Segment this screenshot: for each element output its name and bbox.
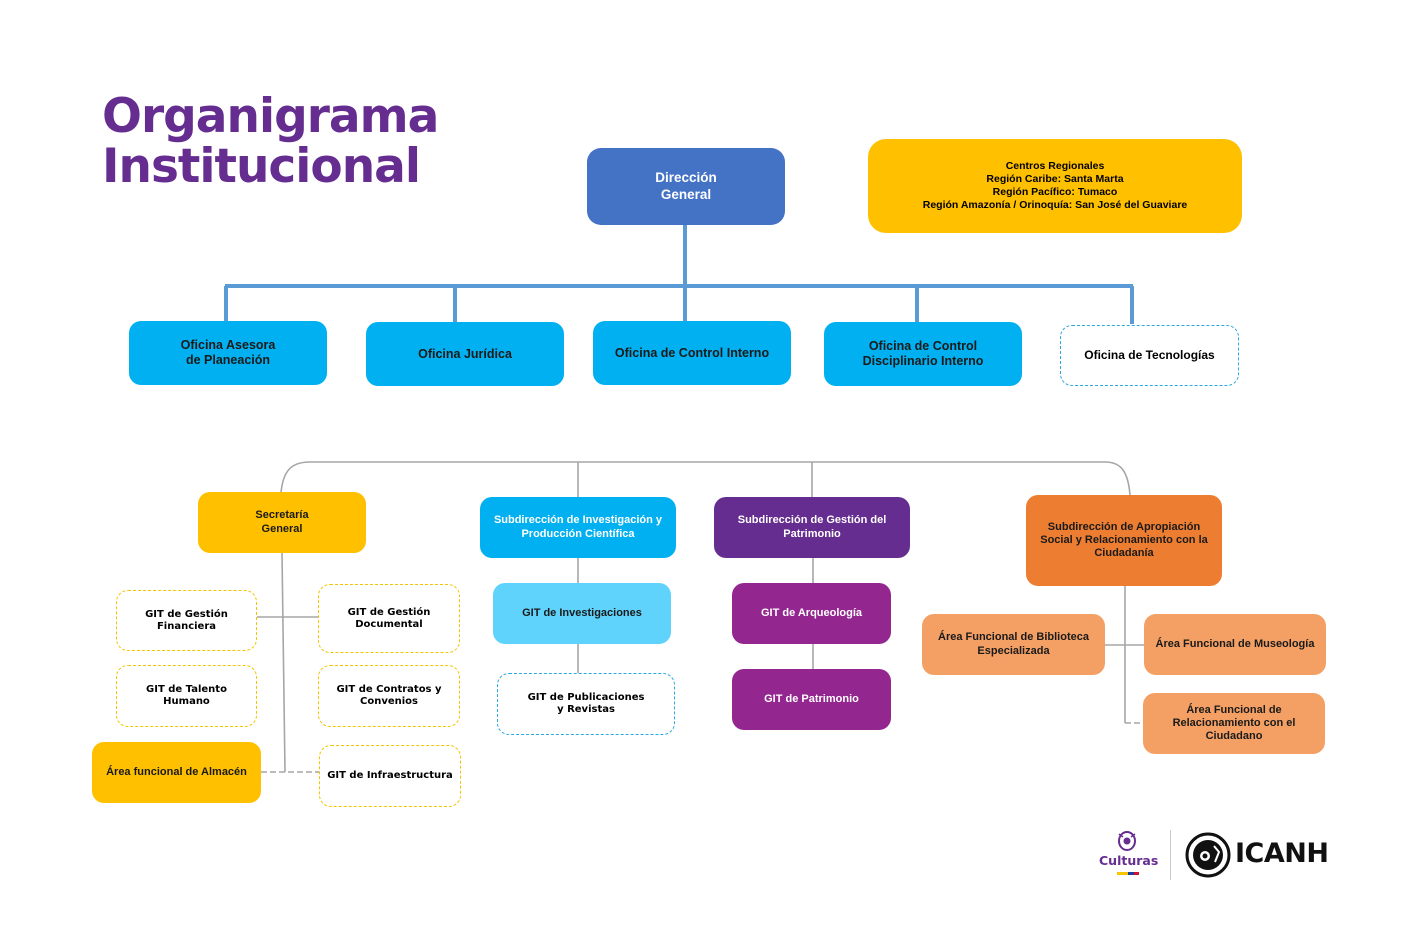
node-label: Oficina Asesora de Planeación (180, 338, 276, 367)
logo-culturas-text: Culturas (1099, 853, 1159, 868)
node-secretaria-general[interactable]: Secretaría General (198, 492, 366, 553)
node-label: Dirección General (655, 170, 717, 202)
node-git-infraestructura[interactable]: GIT de Infraestructura (319, 745, 461, 807)
node-git-contratos-convenios[interactable]: GIT de Contratos y Convenios (318, 665, 460, 727)
node-label: Oficina de Control Interno (614, 345, 770, 360)
node-git-arqueologia[interactable]: GIT de Arqueología (732, 583, 891, 644)
node-label: Oficina de Control Disciplinario Interno (862, 339, 984, 368)
node-label: Área funcional de Almacén (106, 765, 247, 778)
connector-subdirecciones-bar (280, 461, 1131, 496)
node-git-gestion-documental[interactable]: GIT de Gestión Documental (318, 584, 460, 653)
node-label: Área Funcional de Museología (1155, 637, 1315, 650)
node-git-patrimonio[interactable]: GIT de Patrimonio (732, 669, 891, 730)
node-oficina-tecnologias[interactable]: Oficina de Tecnologías (1060, 325, 1239, 386)
node-area-biblioteca[interactable]: Área Funcional de Biblioteca Especializa… (922, 614, 1105, 675)
node-subdireccion-investigacion[interactable]: Subdirección de Investigación y Producci… (480, 497, 676, 558)
node-area-relacionamiento[interactable]: Área Funcional de Relacionamiento con el… (1143, 693, 1325, 754)
logo-divider (1170, 830, 1171, 880)
title-line-2: Institucional (102, 139, 421, 194)
centros-line-1: Región Caribe: Santa Marta (986, 172, 1124, 185)
node-area-almacen[interactable]: Área funcional de Almacén (92, 742, 261, 803)
flag-stripe (1117, 872, 1139, 875)
node-label: Área Funcional de Relacionamiento con el… (1172, 703, 1296, 743)
centros-title: Centros Regionales (1005, 159, 1105, 172)
node-label: GIT de Patrimonio (764, 692, 859, 705)
node-subdireccion-patrimonio[interactable]: Subdirección de Gestión del Patrimonio (714, 497, 910, 558)
node-label: GIT de Gestión Financiera (145, 608, 228, 632)
node-label: Subdirección de Investigación y Producci… (493, 514, 663, 540)
node-oficina-control-disciplinario[interactable]: Oficina de Control Disciplinario Interno (824, 322, 1022, 386)
coat-of-arms-icon (1118, 831, 1136, 851)
node-subdireccion-apropiacion[interactable]: Subdirección de Apropiación Social y Rel… (1026, 495, 1222, 586)
node-direccion-general[interactable]: Dirección General (587, 148, 785, 225)
icanh-seal-icon (1185, 832, 1231, 878)
node-git-investigaciones[interactable]: GIT de Investigaciones (493, 583, 671, 644)
node-oficina-control-interno[interactable]: Oficina de Control Interno (593, 321, 791, 385)
node-git-publicaciones-revistas[interactable]: GIT de Publicaciones y Revistas (497, 673, 675, 735)
connector-secretaria-down (281, 552, 286, 773)
node-label: Secretaría General (255, 509, 309, 535)
node-label: Oficina Jurídica (418, 346, 512, 361)
node-area-museologia[interactable]: Área Funcional de Museología (1144, 614, 1326, 675)
node-label: GIT de Arqueología (760, 606, 863, 619)
node-label: GIT de Publicaciones y Revistas (527, 692, 645, 715)
node-label: GIT de Infraestructura (327, 770, 453, 781)
node-git-talento-humano[interactable]: GIT de Talento Humano (116, 665, 257, 727)
footer-logos: Culturas ICANH (1095, 828, 1335, 884)
node-oficina-planeacion[interactable]: Oficina Asesora de Planeación (129, 321, 327, 385)
node-label: Oficina de Tecnologías (1084, 348, 1215, 363)
node-label: GIT de Contratos y Convenios (336, 684, 442, 707)
node-label: Subdirección de Gestión del Patrimonio (737, 514, 887, 540)
node-label: Área Funcional de Biblioteca Especializa… (938, 631, 1089, 657)
centros-line-3: Región Amazonía / Orinoquía: San José de… (922, 199, 1188, 212)
page-title: Organigrama Institucional (102, 89, 439, 194)
node-label: GIT de Talento Humano (146, 684, 227, 707)
centros-line-2: Región Pacífico: Tumaco (992, 186, 1118, 198)
title-line-1: Organigrama (102, 89, 439, 144)
node-centros-regionales[interactable]: Centros Regionales Región Caribe: Santa … (868, 139, 1242, 233)
node-label: GIT de Gestión Documental (347, 606, 431, 630)
node-oficina-juridica[interactable]: Oficina Jurídica (366, 322, 564, 386)
node-label: Subdirección de Apropiación Social y Rel… (1040, 520, 1208, 560)
node-git-gestion-financiera[interactable]: GIT de Gestión Financiera (116, 590, 257, 651)
logo-icanh-text: ICANH (1235, 838, 1329, 869)
node-label: GIT de Investigaciones (522, 606, 642, 619)
